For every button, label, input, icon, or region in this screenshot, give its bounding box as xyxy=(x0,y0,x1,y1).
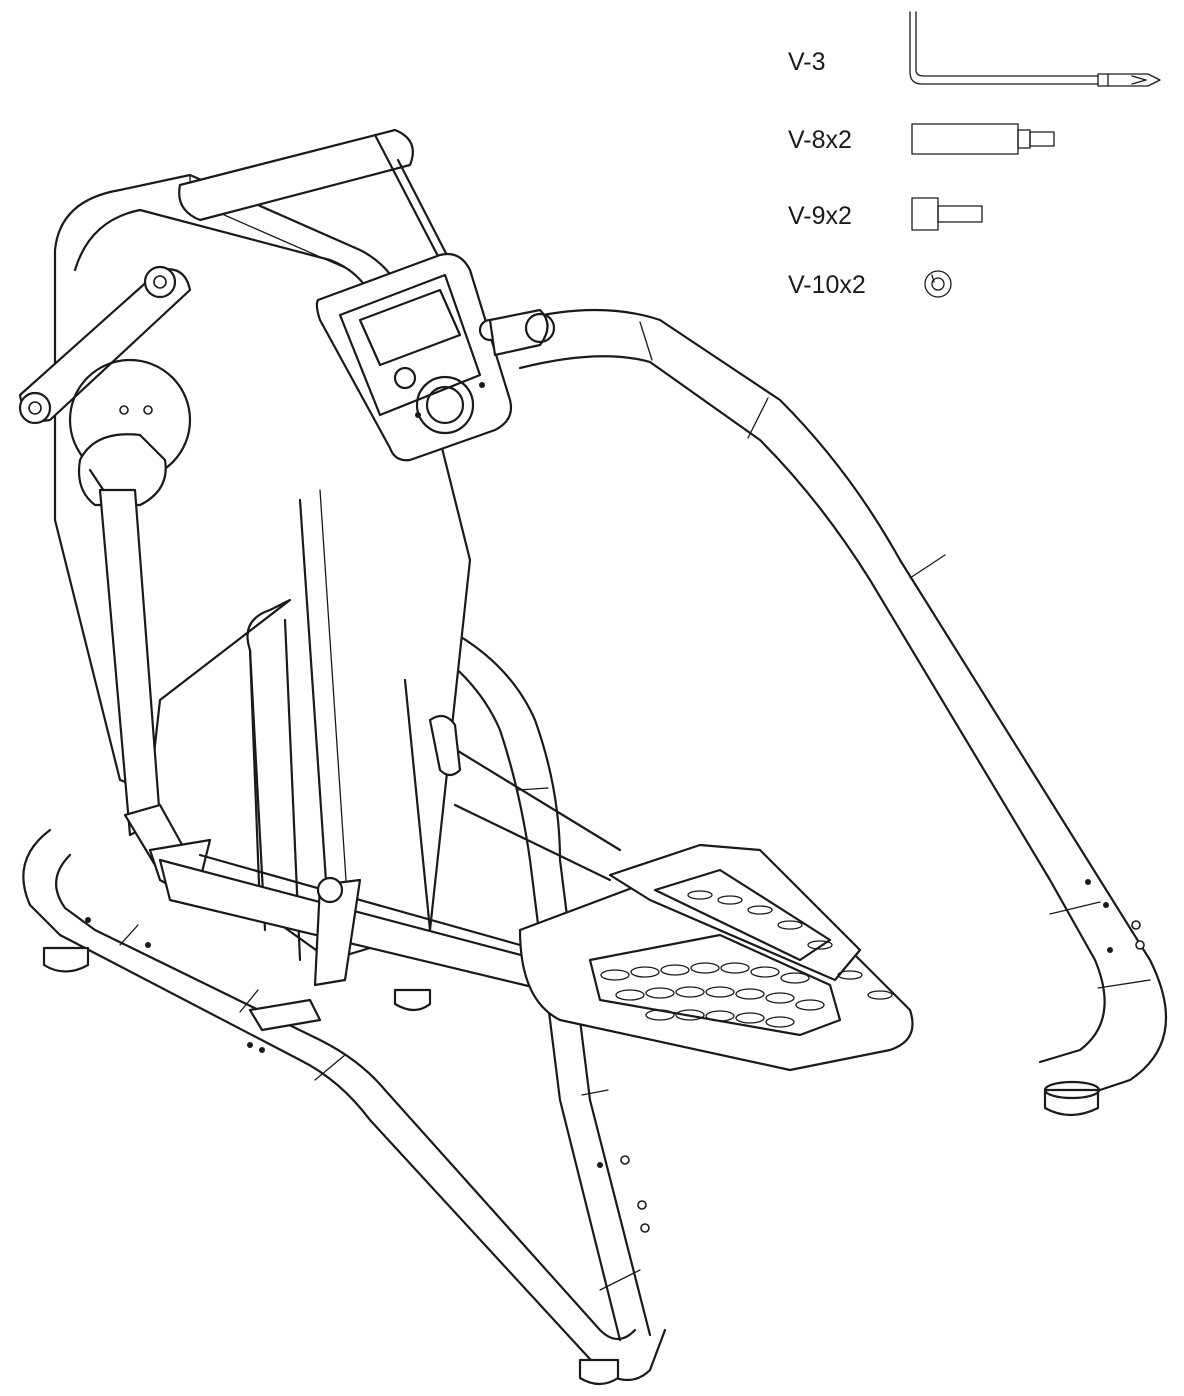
left-swing-arm xyxy=(18,265,192,425)
lower-rail xyxy=(158,853,547,1032)
part-label-v10: V-10x2 xyxy=(788,271,866,299)
rear-rail xyxy=(428,714,622,882)
right-pedal xyxy=(608,843,893,1000)
allen-wrench-screwdriver-icon xyxy=(909,11,1161,87)
left-feet xyxy=(42,946,620,1386)
hex-bolt-icon xyxy=(911,197,983,231)
part-label-v8: V-8x2 xyxy=(788,126,852,154)
axle-bolt-icon xyxy=(911,123,1055,155)
hardware-legend: V-3 V-8x2 V-9x2 V-10x2 xyxy=(788,11,1161,299)
spring-washer-icon xyxy=(924,270,952,298)
elliptical-trainer-drawing xyxy=(18,128,1168,1386)
right-foot xyxy=(1043,1080,1101,1117)
base-frame-front xyxy=(22,828,667,1382)
part-label-v9: V-9x2 xyxy=(788,202,852,230)
console-grip-stubs xyxy=(488,308,556,357)
right-handlebar xyxy=(518,308,1168,1102)
crank-disc xyxy=(68,358,192,507)
pedal-grip-pattern xyxy=(600,962,825,1028)
part-label-v3: V-3 xyxy=(788,48,826,76)
